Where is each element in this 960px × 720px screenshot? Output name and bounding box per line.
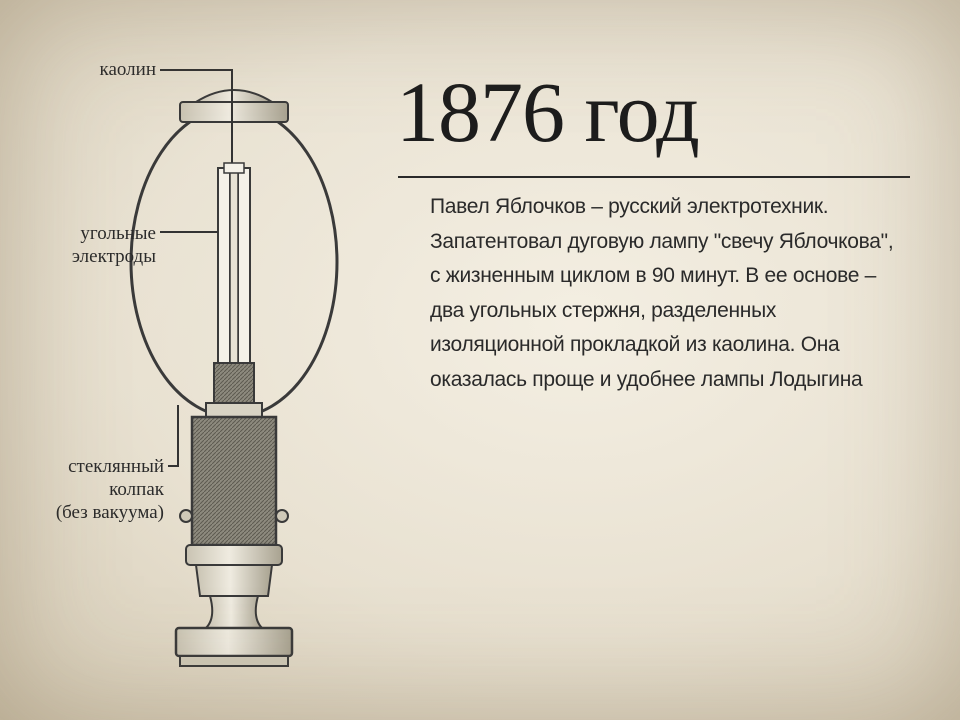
title-divider [398,176,910,178]
base-body [190,415,278,547]
top-cap [192,89,276,103]
label-electrodes-line1: угольные [80,223,156,244]
label-glass-line1: стеклянный [68,456,164,477]
label-kaolin: каолин [70,58,156,81]
page-title: 1876 год [396,64,700,160]
electrode-tip [223,162,245,174]
screw-right [275,509,289,523]
base-ring [185,544,283,566]
label-glass-cap: стеклянный колпак (без вакуума) [20,455,164,524]
collar [205,402,263,418]
description-line: изоляционной прокладкой из каолина. Она [430,333,840,356]
description-text: Павел Яблочков – русский электротехник. … [430,190,920,397]
top-ring [179,101,289,123]
base-foot-bottom [179,655,289,667]
screw-left [179,509,193,523]
kaolin-insulator [229,167,239,364]
base-neck [194,564,274,597]
label-electrodes: угольные электроды [30,222,156,268]
description-line: Павел Яблочков – русский электротехник. [430,195,829,218]
electrode-left [217,167,231,364]
base-foot [174,626,294,658]
base-stem [203,595,265,629]
label-kaolin-text: каолин [99,59,156,80]
description-line: оказалась проще и удобнее лампы Лодыгина [430,367,863,391]
description-line: Запатентовал дуговую лампу "свечу Яблочк… [430,229,894,253]
glass-leader [168,405,179,467]
label-electrodes-line2: электроды [71,246,156,267]
label-glass-line3: (без вакуума) [55,502,164,523]
label-glass-line2: колпак [109,479,164,500]
description-line: два угольных стержня, разделенных [430,298,777,322]
electrode-right [237,167,251,364]
kaolin-leader [160,69,233,168]
description-line: с жизненным циклом в 90 минут. В ее осно… [430,264,877,287]
